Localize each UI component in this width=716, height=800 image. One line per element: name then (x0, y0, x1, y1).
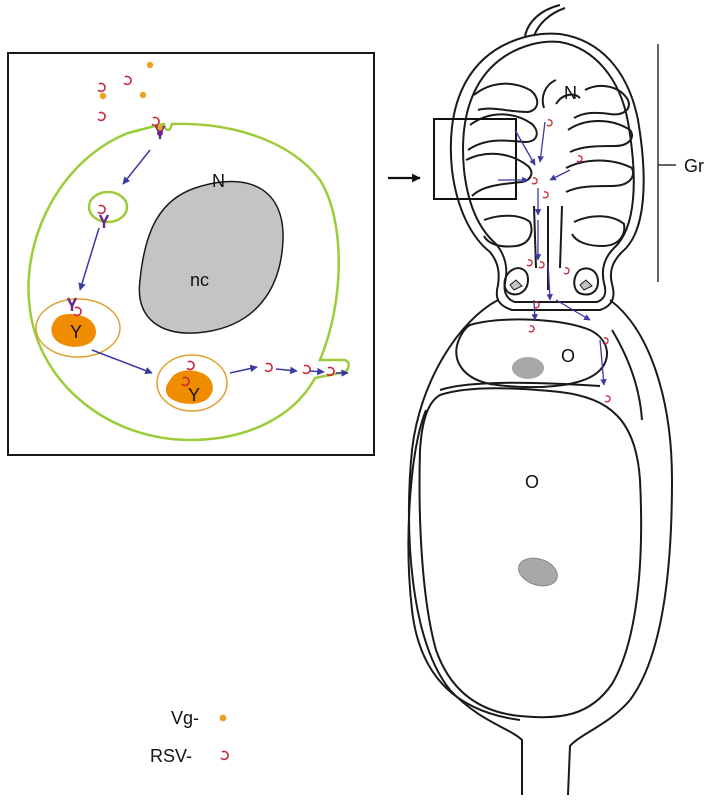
rsv-particle (123, 75, 132, 86)
arrow-icon (531, 299, 538, 321)
vg-particle (146, 61, 154, 69)
vg-particle (99, 92, 107, 100)
rsv-particle (538, 261, 545, 269)
rsv-particle (186, 360, 195, 371)
rsv-particle (546, 119, 553, 127)
zoom-box (433, 118, 517, 200)
rsv-particle (326, 366, 335, 377)
stalk-cell (503, 267, 530, 296)
label-nurse-cell: N (212, 171, 225, 191)
arrow-icon (309, 367, 325, 376)
arrow-icon (537, 121, 546, 163)
rsv-particle (528, 325, 535, 333)
rsv-particle (604, 395, 611, 403)
arrow-icon (122, 149, 151, 185)
nurse-cell-lobe (465, 152, 533, 197)
arrow-icon (514, 129, 536, 166)
rsv-particle (97, 82, 106, 93)
nurse-cell-lobe (567, 120, 634, 153)
endosome-right (156, 354, 228, 412)
receptor-entry-dot (157, 130, 163, 136)
rsv-particle (97, 204, 106, 215)
receptor-vesicle (98, 214, 110, 228)
vg-particle-icon (219, 714, 227, 722)
terminal-filament (524, 4, 566, 37)
rsv-particle (97, 111, 106, 122)
inset-panel: N nc Y Y (7, 52, 375, 456)
stalk-cell-nucleus (579, 279, 593, 291)
nurse-cell-lobe (573, 84, 630, 119)
label-oocyte-small: O (561, 346, 575, 366)
arrow-icon (91, 349, 153, 375)
nurse-cell-lobe (565, 159, 634, 193)
arrow-icon (549, 169, 571, 181)
receptor-endosome (66, 297, 78, 311)
vg-particle (157, 125, 163, 131)
arrow-icon (78, 227, 100, 291)
rsv-particle (151, 116, 160, 127)
yolk-body-left (51, 313, 97, 347)
rsv-particle (531, 177, 538, 185)
label-yolk-left: Y (70, 322, 82, 342)
ovariole-sheath-left (407, 299, 523, 795)
rsv-particle (602, 337, 609, 345)
nucleus (138, 180, 284, 334)
nurse-cell-lobe (467, 113, 538, 151)
oocyte-large-inner (407, 409, 521, 721)
stalk-cell (573, 267, 600, 296)
label-nucleus: nc (190, 270, 209, 290)
stalk-cell-nucleus (509, 279, 523, 291)
legend-vg-label: Vg- (171, 708, 199, 728)
oocyte-large (418, 387, 643, 719)
follicle-boundary (439, 329, 643, 421)
ovariole (407, 4, 674, 796)
endocytic-vesicle (87, 190, 129, 224)
rsv-particle (264, 362, 273, 373)
rsv-particle-icon (220, 750, 229, 761)
vg-particle (139, 91, 147, 99)
endosome-left (35, 298, 121, 358)
label-germarium: Gr (684, 156, 704, 176)
inset-frame (7, 52, 375, 456)
germarium-sheath-inner (462, 40, 635, 303)
arrow-icon (275, 366, 298, 375)
rsv-particle (563, 267, 570, 275)
legend-rsv-label: RSV- (150, 746, 192, 766)
ovariole-sheath-right (567, 299, 674, 796)
label-nurse-top: N (564, 83, 577, 103)
rsv-particle (542, 191, 549, 199)
rsv-particle (576, 155, 583, 163)
nurse-cell-lower (571, 215, 626, 248)
rsv-particle (73, 306, 82, 317)
arrow-icon (546, 261, 553, 301)
germarium-bracket (657, 44, 676, 282)
nurse-cell-lobe (473, 82, 539, 114)
arrow-icon (555, 299, 591, 321)
rsv-particle (302, 364, 311, 375)
nurse-cell-membrane (27, 122, 350, 442)
legend: Vg- RSV- (150, 708, 229, 766)
label-yolk-right: Y (188, 385, 200, 405)
rsv-particle (181, 376, 190, 387)
label-oocyte-large: O (525, 472, 539, 492)
rsv-particle (533, 301, 540, 309)
oocyte-small-nucleus (512, 357, 544, 379)
yolk-body-right (165, 370, 213, 404)
arrow-icon (599, 339, 607, 386)
oocyte-large-nucleus (518, 557, 558, 587)
rsv-particle (526, 259, 533, 267)
ovariole-arrows (498, 121, 607, 386)
nurse-cell-lower (483, 214, 533, 248)
ovariole-rsv (526, 119, 611, 403)
arrow-icon (229, 364, 258, 374)
nurse-cell-lobe (541, 79, 581, 109)
